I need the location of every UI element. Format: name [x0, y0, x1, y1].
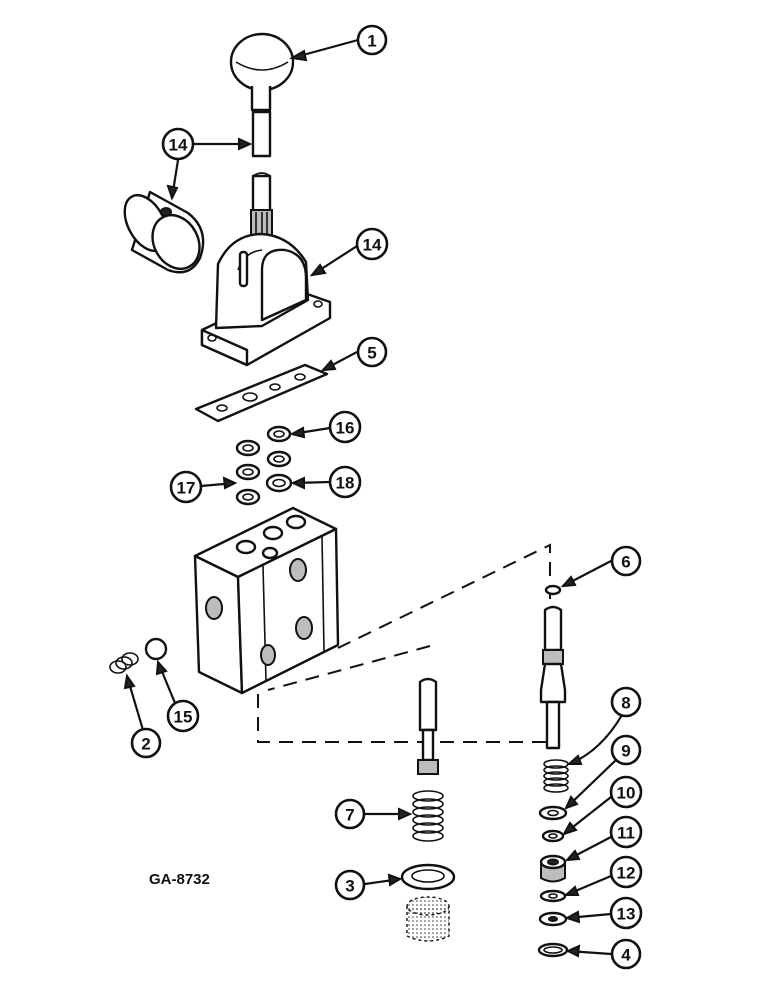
callout-9: 9 — [610, 734, 642, 766]
gasket-plate — [194, 363, 329, 423]
callout-15-label: 15 — [174, 708, 193, 727]
end-plug — [406, 896, 450, 942]
callout-6: 6 — [610, 545, 642, 577]
seal-rings — [235, 425, 293, 506]
callout-3: 3 — [334, 869, 366, 901]
callout-4-label: 4 — [621, 946, 631, 965]
valve-body — [193, 506, 340, 695]
callout-5-label: 5 — [367, 344, 376, 363]
callout-14-cap-label: 14 — [169, 136, 188, 155]
callouts: 1 14 14 5 16 17 18 6 15 2 8 9 10 7 11 12… — [130, 24, 643, 970]
callout-15: 15 — [166, 699, 200, 733]
snap-ring-4 — [537, 942, 569, 958]
washer-9 — [538, 805, 568, 821]
callout-14-cap: 14 — [161, 127, 195, 161]
check-spring — [109, 652, 139, 674]
leader-lines — [123, 38, 623, 958]
callout-17-label: 17 — [177, 479, 196, 498]
callout-1-label: 1 — [367, 32, 376, 51]
spool-spring-7 — [412, 790, 444, 842]
callout-10: 10 — [609, 775, 643, 809]
lever-cap — [123, 190, 205, 274]
callout-8-label: 8 — [621, 694, 630, 713]
lever-shaft — [250, 110, 273, 237]
callout-17: 17 — [169, 470, 203, 504]
pivot-bracket — [200, 232, 332, 367]
lever-knob — [229, 32, 295, 112]
callout-9-label: 9 — [621, 742, 630, 761]
callout-11-label: 11 — [617, 824, 635, 843]
callout-4: 4 — [610, 938, 642, 970]
callout-6-label: 6 — [621, 553, 630, 572]
spool-spring-8 — [543, 759, 569, 793]
callout-8: 8 — [610, 686, 642, 718]
callout-18-label: 18 — [336, 474, 355, 493]
figure-code: GA-8732 — [149, 871, 210, 888]
callout-14-bracket: 14 — [355, 227, 389, 261]
callout-13-label: 13 — [617, 905, 636, 924]
callout-11: 11 — [609, 815, 643, 849]
washer-12 — [539, 889, 567, 903]
left-spool — [417, 677, 439, 775]
washer-10 — [541, 829, 565, 843]
callout-16: 16 — [328, 410, 362, 444]
callout-10-label: 10 — [617, 784, 636, 803]
bushing-11 — [539, 854, 567, 883]
callout-12: 12 — [609, 855, 643, 889]
callout-5: 5 — [356, 336, 388, 368]
right-spool — [539, 584, 567, 750]
washer-13 — [538, 911, 568, 927]
callout-1: 1 — [356, 24, 388, 56]
assembly-dashed-lines — [257, 543, 551, 743]
callout-14-bracket-label: 14 — [363, 236, 382, 255]
callout-13: 13 — [609, 896, 643, 930]
callout-3-label: 3 — [345, 877, 354, 896]
callout-2-label: 2 — [141, 735, 150, 754]
check-ball — [144, 637, 168, 661]
callout-7-label: 7 — [345, 806, 354, 825]
callout-7: 7 — [334, 798, 366, 830]
callout-16-label: 16 — [336, 419, 355, 438]
large-washer — [400, 863, 456, 891]
callout-12-label: 12 — [617, 864, 636, 883]
callout-2: 2 — [130, 727, 162, 759]
callout-18: 18 — [328, 465, 362, 499]
